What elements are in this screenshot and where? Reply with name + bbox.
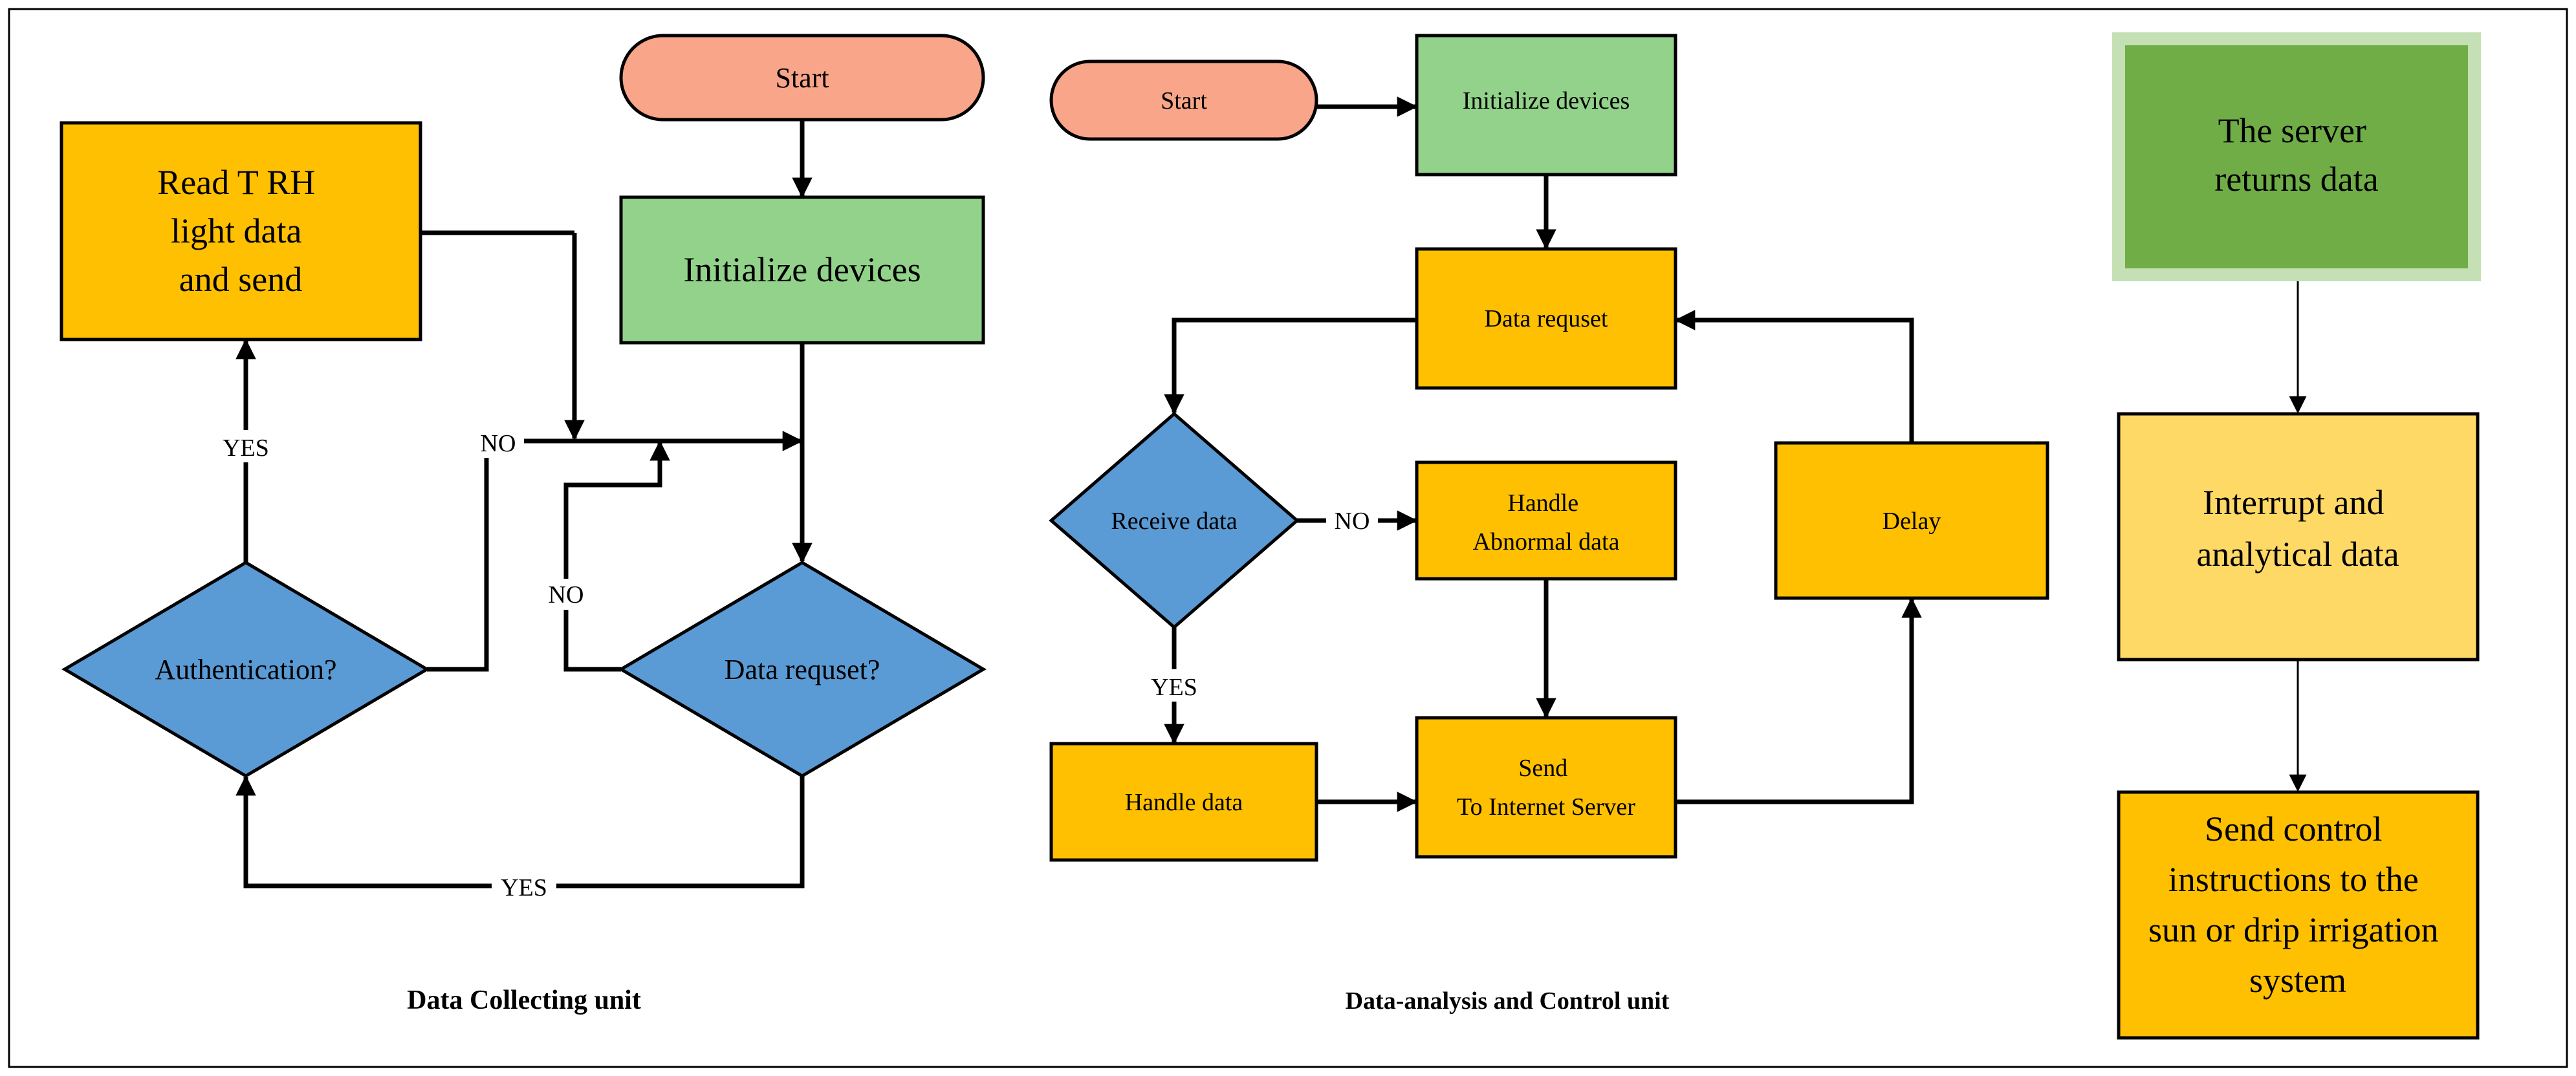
lc-read-line-1: Read T RH	[157, 163, 315, 202]
data-analysis-unit: Start Initialize devices Data requset Re…	[1049, 34, 2049, 1015]
lc-yes2-label: YES	[501, 874, 547, 901]
mc-abnormal-line-2: Abnormal data	[1473, 528, 1620, 555]
rs-server-line-2: returns data	[2214, 160, 2378, 199]
rs-server-label: The server returns data	[2214, 111, 2378, 199]
lc-read-line-3: and send	[179, 260, 302, 299]
rs-control-box	[2117, 790, 2480, 1040]
rs-control-label: Send control instructions to the sun or …	[2148, 810, 2447, 1000]
data-collecting-unit: Start Initialize devices Read T RH light…	[60, 34, 987, 1015]
rs-interrupt-line-2: analytical data	[2196, 535, 2399, 574]
lc-read-label: Read T RH light data and send	[157, 163, 324, 299]
rs-server-box	[2125, 45, 2468, 268]
lc-start-label: Start	[775, 62, 829, 94]
rs-control-line-1: Send control	[2205, 810, 2382, 848]
mc-init-box	[1415, 34, 1677, 177]
mc-delay-box	[1774, 441, 2049, 600]
lc-auth-label: Authentication?	[155, 654, 336, 685]
lc-no2-bg	[540, 579, 592, 610]
rs-interrupt-label: Interrupt and analytical data	[2196, 483, 2399, 574]
mc-start-label: Start	[1161, 87, 1207, 114]
mc-handle-label: Handle data	[1125, 789, 1243, 816]
rs-control-line-2: instructions to the	[2168, 860, 2419, 899]
mc-receive-label: Receive data	[1111, 508, 1237, 535]
rs-control-line-3: sun or drip irrigation	[2148, 910, 2438, 949]
rs-control-line-4: system	[2249, 961, 2346, 1000]
rs-interrupt-box	[2117, 412, 2480, 662]
mc-arrow-delay-request	[1674, 310, 1914, 443]
mc-arrow-request-receive	[1164, 317, 1417, 415]
mc-request-label: Data requset	[1485, 305, 1608, 332]
mc-delay-label: Delay	[1883, 508, 1941, 535]
lc-read-line-2: light data	[171, 211, 301, 250]
lc-no1-label: NO	[481, 430, 516, 457]
mc-start-terminal	[1049, 59, 1318, 141]
mc-abnormal-line-1: Handle	[1507, 490, 1578, 517]
lc-no2-label: NO	[549, 581, 584, 608]
server-unit: The server returns data Interrupt and an…	[2112, 32, 2481, 1040]
mc-no-bg	[1326, 504, 1378, 535]
lc-arrow-request-yes	[235, 775, 805, 888]
lc-yes1-label: YES	[223, 435, 269, 462]
lc-yes2-bg	[492, 873, 556, 902]
mc-yes-label: YES	[1151, 674, 1197, 701]
rs-server-line-1: The server	[2218, 111, 2366, 150]
mc-yes-bg	[1142, 669, 1206, 702]
lc-no1-bg	[472, 427, 524, 458]
mc-send-line-2: To Internet Server	[1457, 793, 1635, 821]
mc-init-label: Initialize devices	[1463, 87, 1630, 114]
lc-init-box	[619, 195, 985, 345]
mc-abnormal-label: Handle Abnormal data	[1473, 490, 1620, 555]
lc-caption: Data Collecting unit	[407, 985, 641, 1015]
lc-arrow-auth-no	[427, 438, 511, 672]
mc-no-label: NO	[1335, 508, 1370, 535]
mc-abnormal-box	[1415, 460, 1677, 581]
mc-send-box	[1415, 716, 1677, 859]
lc-read-box	[60, 121, 422, 341]
rs-interrupt-line-1: Interrupt and	[2203, 483, 2384, 522]
mc-send-line-1: Send	[1518, 755, 1567, 782]
mc-arrow-send-delay	[1675, 597, 1922, 804]
lc-arrow-request-no	[563, 440, 670, 672]
lc-yes1-bg	[213, 430, 278, 462]
mc-caption: Data-analysis and Control unit	[1346, 987, 1670, 1015]
outer-frame	[8, 8, 2568, 1068]
lc-request-label: Data requset?	[725, 654, 880, 685]
lc-init-label: Initialize devices	[683, 250, 921, 289]
lc-request-diamond	[618, 561, 987, 778]
mc-send-label: Send To Internet Server	[1457, 755, 1635, 821]
